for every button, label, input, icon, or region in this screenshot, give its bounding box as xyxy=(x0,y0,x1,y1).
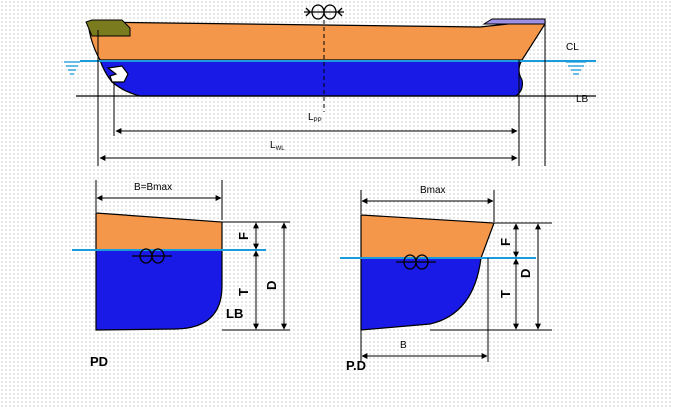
hull-underwater-right xyxy=(360,257,482,331)
cl-label: CL xyxy=(566,42,579,53)
lwl-label: LWL xyxy=(270,140,285,152)
t-label-right: T xyxy=(498,290,513,298)
hull-underwater-side xyxy=(99,59,524,97)
lb-label-side: LB xyxy=(576,94,589,105)
section-left: B=Bmax F T D LB PD xyxy=(72,180,290,369)
section-right: Bmax F T D B P.D xyxy=(340,185,552,373)
caption-p-d: P.D xyxy=(346,358,366,373)
f-label-right: F xyxy=(498,238,513,246)
hull-underwater-left xyxy=(95,249,223,331)
stern-deck-block xyxy=(85,19,131,37)
water-symbol-left-icon xyxy=(64,61,80,75)
side-view: LPP LWL CL LB xyxy=(64,4,596,166)
midship-symbol-right-icon xyxy=(396,254,436,270)
f-label-left: F xyxy=(236,232,251,240)
midship-symbol-icon xyxy=(304,4,344,20)
t-label-left: T xyxy=(236,288,251,296)
d-label-left: D xyxy=(264,281,279,290)
rudder-propeller xyxy=(106,65,129,83)
hull-above-water-right xyxy=(360,214,495,259)
bmax-label-right: Bmax xyxy=(420,185,446,196)
midship-symbol-left-icon xyxy=(132,248,172,264)
d-label-right: D xyxy=(518,269,533,278)
hull-above-water-left xyxy=(95,212,223,251)
lpp-label: LPP xyxy=(308,112,322,124)
b-label-left: B=Bmax xyxy=(134,182,172,193)
b-label-right: B xyxy=(400,340,407,351)
hull-above-water-side xyxy=(87,19,546,61)
water-symbol-right-icon xyxy=(566,61,586,75)
bow-deck-block xyxy=(482,18,546,25)
lb-label-left: LB xyxy=(226,306,243,321)
caption-pd: PD xyxy=(90,354,108,369)
